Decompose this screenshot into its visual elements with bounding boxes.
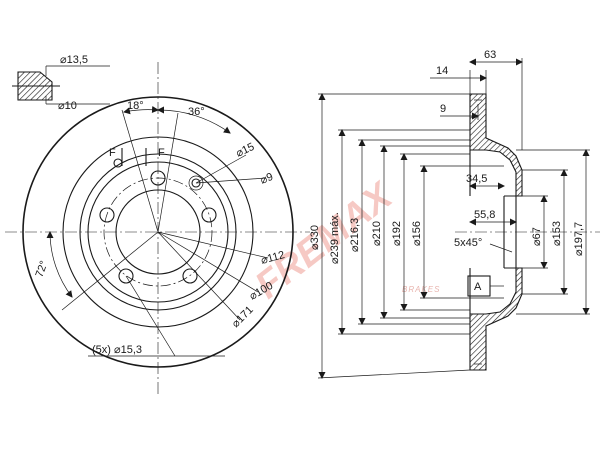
leader-15 <box>195 154 247 184</box>
label-angle-36: 36° <box>188 106 205 118</box>
bolt-hole <box>118 268 134 284</box>
watermark-sub: BRAKES <box>402 285 440 294</box>
bolt-hole <box>182 268 198 284</box>
label-angle-72: 72° <box>34 259 51 279</box>
leader-171 <box>157 231 241 321</box>
ext-330-bottom <box>317 369 471 379</box>
label-dia-210: ⌀210 <box>371 221 383 246</box>
label-width-14: 14 <box>436 65 448 77</box>
hat-circle-outer <box>79 153 237 311</box>
locating-hole-right-outer <box>188 175 204 191</box>
label-width-63: 63 <box>484 49 496 61</box>
label-datum-a: A <box>474 281 482 293</box>
label-f-right: F <box>158 147 165 159</box>
label-dia-239: ⌀239 máx. <box>329 212 341 264</box>
disc-outer-edge <box>22 96 294 368</box>
hat-circle-mid <box>87 161 229 303</box>
label-dia-192: ⌀192 <box>391 221 403 246</box>
leader-100 <box>157 231 259 293</box>
label-dia-9: ⌀9 <box>259 171 275 187</box>
leader-72 <box>61 231 159 311</box>
label-hole-13-5: ⌀13,5 <box>60 54 88 66</box>
label-dia-153: ⌀153 <box>551 221 563 246</box>
leader-9 <box>195 177 267 184</box>
label-dia-216: ⌀216,3 <box>349 218 361 252</box>
bolt-holes <box>99 170 217 284</box>
bolt-circle <box>103 177 213 287</box>
leader-18 <box>121 109 159 233</box>
bolt-hole <box>201 207 217 223</box>
front-view: ⌀13,5 ⌀10 18° 36° F F ⌀15 ⌀9 ⌀112 ⌀100 ⌀… <box>5 54 310 395</box>
leader-112 <box>157 231 269 259</box>
label-dia-67: ⌀67 <box>531 227 543 246</box>
label-bolt-holes: (5x) ⌀15,3 <box>92 344 142 356</box>
label-f-left: F <box>109 147 116 159</box>
label-dia-330: ⌀330 <box>309 225 321 250</box>
chamfer-leader <box>489 243 513 253</box>
arc-36 <box>157 106 231 134</box>
label-width-9: 9 <box>440 103 446 115</box>
bolt-hole <box>99 207 115 223</box>
small-hole-detail <box>12 65 110 105</box>
label-depth-34-5: 34,5 <box>466 173 487 185</box>
label-dia-171: ⌀171 <box>230 304 256 330</box>
bolt-hole <box>150 170 166 186</box>
label-dia-156: ⌀156 <box>411 221 423 246</box>
label-chamfer: 5x45° <box>454 237 482 249</box>
side-view: 63 14 9 34,5 55,8 5x45° A ⌀330 ⌀239 máx.… <box>309 49 600 379</box>
leader-bolt <box>125 275 176 357</box>
label-angle-18: 18° <box>127 100 144 112</box>
label-depth-55-8: 55,8 <box>474 209 495 221</box>
arc-72 <box>46 231 73 298</box>
label-dia-15: ⌀15 <box>234 141 256 160</box>
leader-36 <box>157 112 179 233</box>
label-hole-10: ⌀10 <box>58 100 77 112</box>
label-dia-197: ⌀197,7 <box>573 222 585 256</box>
center-bore <box>115 189 201 275</box>
